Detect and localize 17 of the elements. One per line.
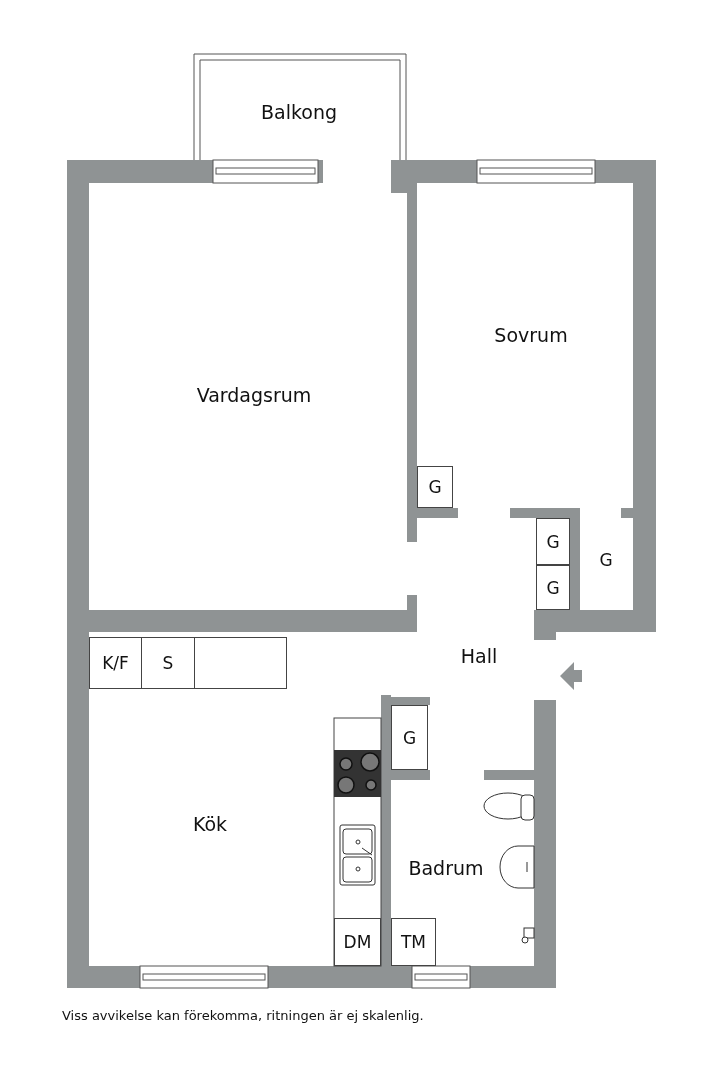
closet-box: G <box>417 466 453 508</box>
appliance-box: S <box>141 637 195 689</box>
washing-machine-box: TM <box>391 918 436 966</box>
caption-text: Viss avvikelse kan förekomma, ritningen är ej skalenlig. <box>62 1008 424 1023</box>
counter-box <box>194 637 287 689</box>
room-label: Vardagsrum <box>196 384 312 406</box>
fridge-freezer-box: K/F <box>89 637 142 689</box>
room-label: Balkong <box>261 101 337 123</box>
closet-box: G <box>536 565 570 610</box>
closet-box: G <box>391 705 428 770</box>
room-label: Sovrum <box>494 324 568 346</box>
room-label: Badrum <box>408 857 484 879</box>
dishwasher-box: DM <box>334 918 381 966</box>
room-label: Kök <box>192 813 228 835</box>
room-label: Hall <box>460 645 498 667</box>
closet-box: G <box>536 518 570 565</box>
closet-label: G <box>599 550 613 570</box>
